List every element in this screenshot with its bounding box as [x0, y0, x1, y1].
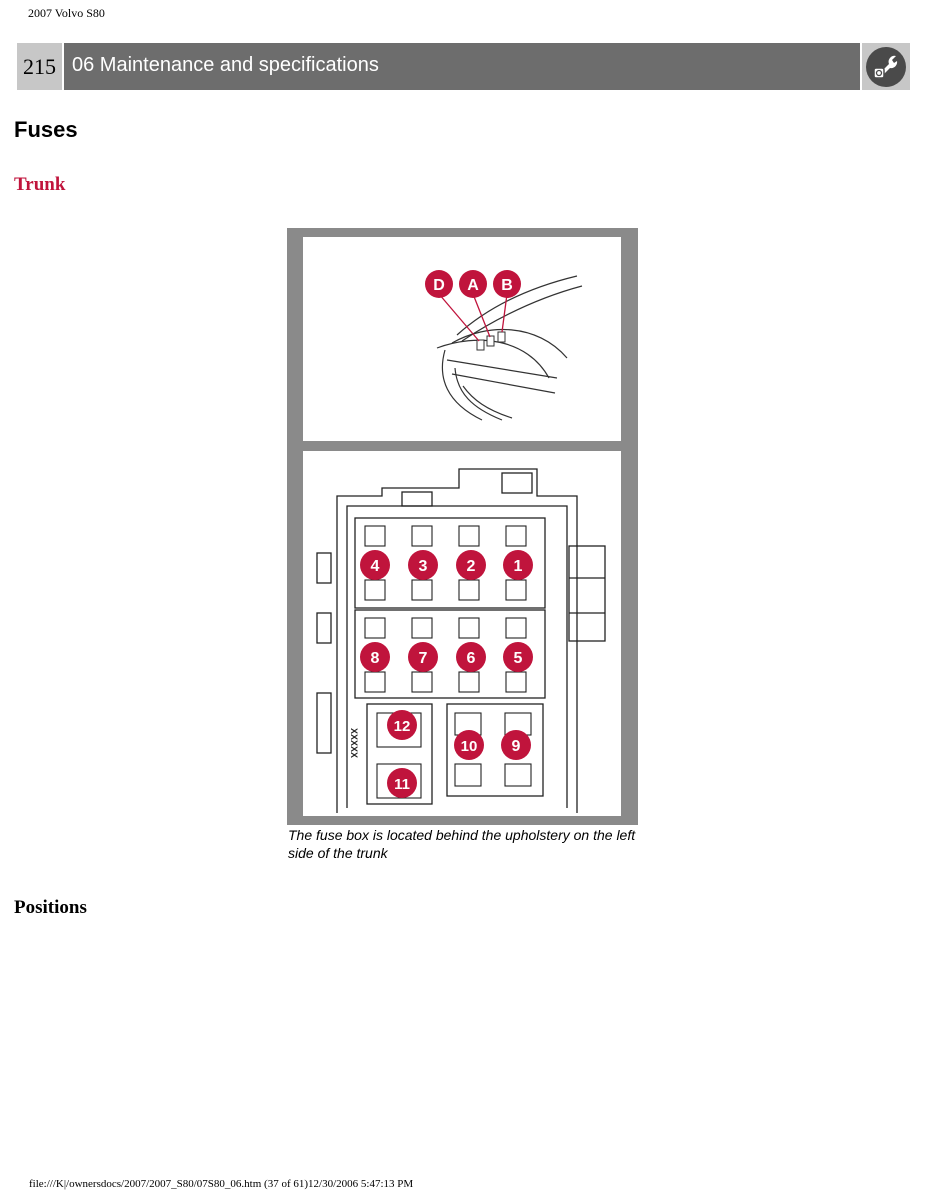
fuse-marker-2: 2 [456, 550, 486, 580]
fuse-marker-4: 4 [360, 550, 390, 580]
fuse-number-3: 3 [419, 558, 428, 575]
fuse-marker-6: 6 [456, 642, 486, 672]
fuse-number-9: 9 [512, 738, 521, 755]
fuse-number-10: 10 [461, 738, 478, 755]
positions-heading: Positions [14, 897, 87, 918]
section-heading: Fuses [14, 117, 78, 142]
fuse-marker-3: 3 [408, 550, 438, 580]
svg-text:XXXXX: XXXXX [349, 728, 359, 758]
subsection-heading: Trunk [14, 174, 66, 195]
connector-a [486, 335, 495, 347]
fuse-number-5: 5 [514, 650, 523, 667]
wrench-maintenance-icon [866, 47, 906, 87]
page-number: 215 [17, 43, 62, 90]
maintenance-icon-box [862, 43, 910, 90]
chapter-title: 06 Maintenance and specifications [64, 43, 860, 90]
fuse-marker-9: 9 [501, 730, 531, 760]
figure-caption: The fuse box is located behind the uphol… [288, 827, 636, 861]
connector-label-a: A [467, 277, 479, 294]
connector-label-b: B [501, 277, 513, 294]
connector-label-b-marker: B [493, 270, 521, 298]
footer-file-path: file:///K|/ownersdocs/2007/2007_S80/07S8… [29, 1178, 414, 1190]
fuse-number-8: 8 [371, 650, 380, 667]
chapter-header: 215 06 Maintenance and specifications [17, 43, 910, 90]
fuse-number-11: 11 [394, 776, 410, 793]
connector-b [497, 331, 506, 343]
fuse-number-2: 2 [467, 558, 476, 575]
connector-label-d: D [433, 277, 445, 294]
fuse-marker-8: 8 [360, 642, 390, 672]
fuse-number-1: 1 [514, 558, 523, 575]
connector-d [476, 339, 485, 351]
fuse-marker-11: 11 [387, 768, 417, 798]
fuse-marker-12: 12 [387, 710, 417, 740]
connector-label-a-marker: A [459, 270, 487, 298]
fuse-number-12: 12 [394, 718, 411, 735]
location-panel [303, 237, 621, 441]
fuse-number-7: 7 [419, 650, 428, 667]
fuse-number-6: 6 [467, 650, 476, 667]
document-title: 2007 Volvo S80 [28, 6, 105, 20]
fuse-marker-10: 10 [454, 730, 484, 760]
fuse-marker-5: 5 [503, 642, 533, 672]
fuse-number-4: 4 [371, 558, 380, 575]
fuse-box-figure: D A B [287, 228, 638, 825]
fuse-marker-1: 1 [503, 550, 533, 580]
fuse-marker-7: 7 [408, 642, 438, 672]
connector-label-d-marker: D [425, 270, 453, 298]
